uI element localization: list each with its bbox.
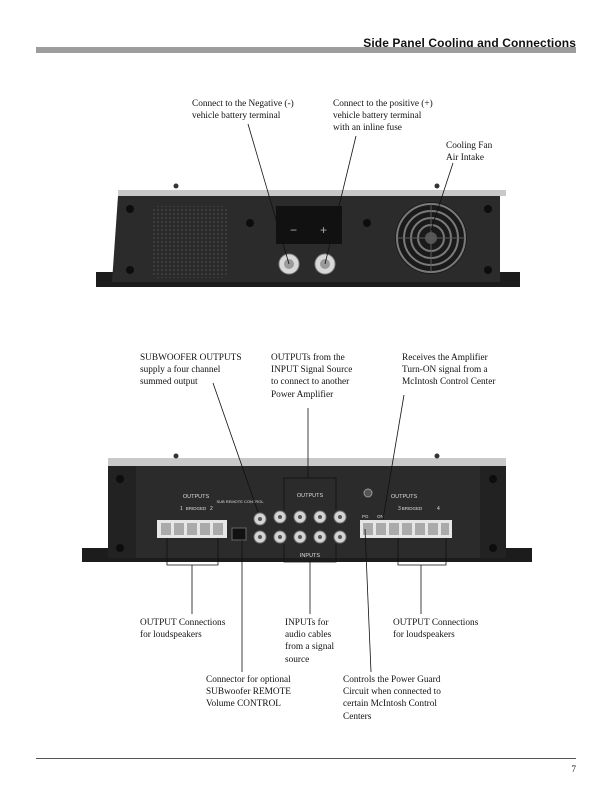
footer-rule <box>36 758 576 759</box>
channel-3-label: 3 <box>398 506 401 512</box>
bridged-label-left: BRIDGED <box>186 506 207 511</box>
sub-remote-connector <box>231 527 247 541</box>
page-title: Side Panel Cooling and Connections <box>363 36 576 50</box>
vent-grille <box>151 206 229 278</box>
rca-jacks <box>273 510 347 544</box>
pg-label: PG <box>362 514 369 519</box>
caption-subwoofer-outputs: SUBWOOFER OUTPUTS supply a four channel … <box>140 353 242 388</box>
ground-screw-icon <box>363 488 373 498</box>
caption-cooling-fan: Cooling Fan Air Intake <box>446 141 493 164</box>
inputs-label: INPUTS <box>300 553 321 559</box>
minus-sign: − <box>290 223 297 237</box>
outputs-label-left: OUTPUTS <box>183 494 210 500</box>
caption-sub-remote: Connector for optional SUBwoofer REMOTE … <box>206 675 291 710</box>
top-amplifier-side: − + <box>96 123 520 287</box>
on-label: ON <box>377 514 384 519</box>
sub-remote-control-label: SUB REMOTE CONTROL <box>216 499 264 504</box>
outputs-label-mid: OUTPUTS <box>297 493 324 499</box>
caption-negative-terminal: Connect to the Negative (-) vehicle batt… <box>192 99 294 122</box>
bottom-amplifier-side: OUTPUTS BRIDGED 1 2 SUB REMOTE CONTROL O… <box>82 382 532 673</box>
header-bar <box>36 47 576 53</box>
caption-output-connections-left: OUTPUT Connections for loudspeakers <box>140 618 226 641</box>
caption-power-guard: Controls the Power Guard Circuit when co… <box>343 675 441 722</box>
bridged-label-right: BRIDGED <box>402 506 423 511</box>
caption-outputs-from-source: OUTPUTs from the INPUT Signal Source to … <box>271 353 353 400</box>
plus-sign: + <box>320 223 327 237</box>
caption-positive-terminal: Connect to the positive (+) vehicle batt… <box>333 99 433 134</box>
caption-inputs: INPUTs for audio cables from a signal so… <box>285 618 335 665</box>
channel-4-label: 4 <box>437 506 440 512</box>
cooling-fan-icon <box>395 202 467 274</box>
caption-output-connections-right: OUTPUT Connections for loudspeakers <box>393 618 479 641</box>
channel-1-label: 1 <box>180 506 183 512</box>
page-number: 7 <box>571 764 577 774</box>
caption-turn-on-signal: Receives the Amplifier Turn-ON signal fr… <box>402 353 496 388</box>
sub-out-jacks <box>253 512 267 544</box>
channel-2-label: 2 <box>210 506 213 512</box>
outputs-label-right: OUTPUTS <box>391 494 418 500</box>
